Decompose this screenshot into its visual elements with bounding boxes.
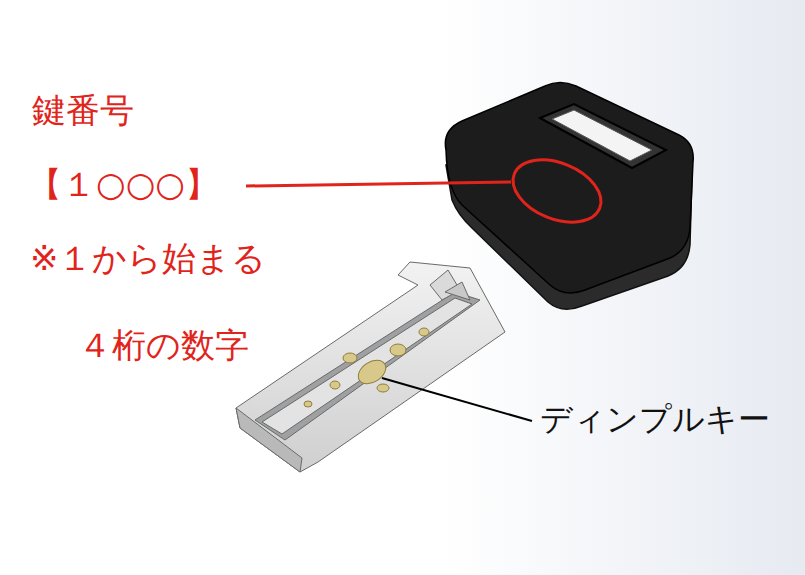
label-text: 【１○○○】 bbox=[28, 164, 219, 205]
label-text: ディンプルキー bbox=[540, 400, 770, 438]
label-text: ※１から始まる bbox=[30, 238, 267, 279]
label-text: ４桁の数字 bbox=[78, 325, 249, 366]
key-head bbox=[445, 83, 693, 310]
key-blade bbox=[236, 262, 505, 472]
dimple-holes bbox=[304, 328, 429, 407]
leader-line bbox=[382, 378, 532, 421]
label-text: 鍵番号 bbox=[32, 90, 134, 131]
key-number-callout bbox=[246, 148, 610, 234]
